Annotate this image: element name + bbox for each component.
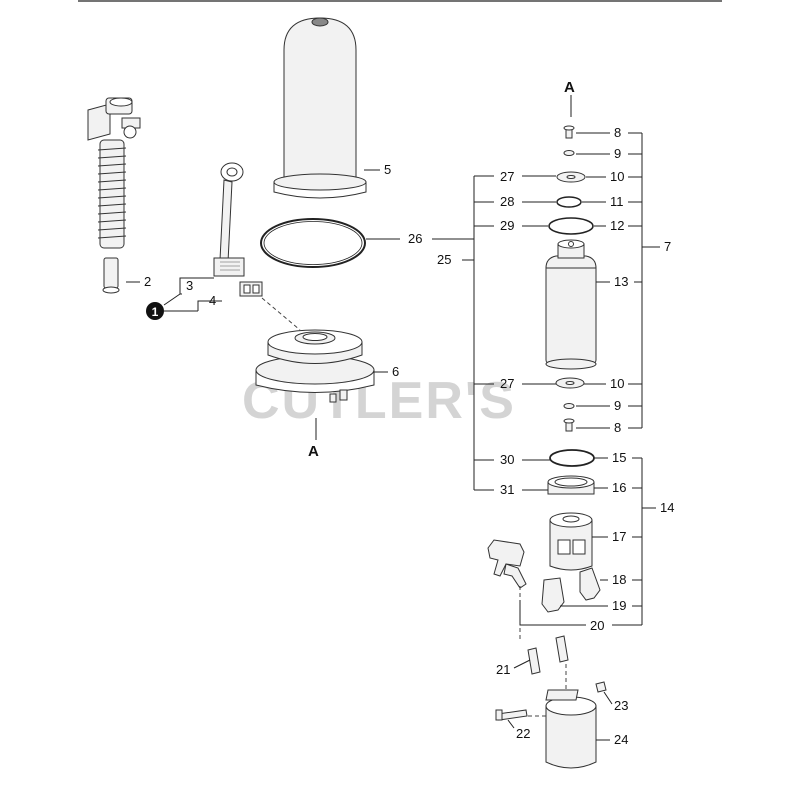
bracket-parts <box>541 567 601 613</box>
large-o-ring <box>549 449 595 467</box>
ref-a-bottom: A <box>308 443 319 460</box>
label-part-21: 21 <box>496 662 510 677</box>
washer-top <box>563 150 575 156</box>
latch-clip <box>487 539 527 589</box>
label-part-9-top: 9 <box>614 146 621 161</box>
label-part-6: 6 <box>392 364 399 379</box>
label-part-19: 19 <box>612 598 626 613</box>
cartridge <box>545 239 597 370</box>
label-part-29: 29 <box>500 218 514 233</box>
label-part-5: 5 <box>384 162 391 177</box>
housing-cap <box>549 512 593 571</box>
bolt <box>495 709 528 721</box>
filter-bowl <box>273 17 367 199</box>
pins <box>527 635 569 675</box>
small-o-ring <box>556 196 582 208</box>
sleeve <box>545 689 597 769</box>
label-part-26: 26 <box>408 231 422 246</box>
label-part-23: 23 <box>614 698 628 713</box>
seal-ring <box>547 475 595 495</box>
leader-lines <box>126 132 660 741</box>
label-part-17: 17 <box>612 529 626 544</box>
clip-part <box>239 281 263 297</box>
filter-base <box>255 329 375 403</box>
label-part-27-bottom: 27 <box>500 376 514 391</box>
label-part-7: 7 <box>664 239 671 254</box>
label-part-16: 16 <box>612 480 626 495</box>
label-part-10-top: 10 <box>610 169 624 184</box>
label-part-15: 15 <box>612 450 626 465</box>
label-part-22: 22 <box>516 726 530 741</box>
label-part-9-bottom: 9 <box>614 398 621 413</box>
wrench-tool <box>213 162 245 277</box>
label-part-3: 3 <box>186 278 193 293</box>
valve-assembly <box>87 97 141 294</box>
dashed-connector <box>261 297 301 331</box>
label-part-11: 11 <box>610 194 624 209</box>
washer-bottom <box>563 403 575 409</box>
callout-badge: 1 <box>152 305 159 319</box>
label-part-24: 24 <box>614 732 628 747</box>
bowl-o-ring <box>260 218 366 268</box>
label-part-27-top: 27 <box>500 169 514 184</box>
label-part-10-bottom: 10 <box>610 376 624 391</box>
label-part-8-bottom: 8 <box>614 420 621 435</box>
label-part-2: 2 <box>144 274 151 289</box>
screw-bottom <box>563 418 575 432</box>
label-part-31: 31 <box>500 482 514 497</box>
label-part-25: 25 <box>437 252 451 267</box>
label-part-28: 28 <box>500 194 514 209</box>
label-part-8-top: 8 <box>614 125 621 140</box>
callout-badge-circle <box>146 302 164 320</box>
label-part-12: 12 <box>610 218 624 233</box>
label-part-4: 4 <box>209 293 216 308</box>
ref-a-top: A <box>564 79 575 96</box>
screw-top <box>563 125 575 139</box>
medium-o-ring <box>548 217 594 235</box>
nut <box>595 681 607 693</box>
seal-top <box>556 171 586 183</box>
label-part-14: 14 <box>660 500 674 515</box>
label-part-30: 30 <box>500 452 514 467</box>
seal-bottom <box>555 377 585 389</box>
label-part-13: 13 <box>614 274 628 289</box>
label-part-18: 18 <box>612 572 626 587</box>
label-part-20: 20 <box>590 618 604 633</box>
